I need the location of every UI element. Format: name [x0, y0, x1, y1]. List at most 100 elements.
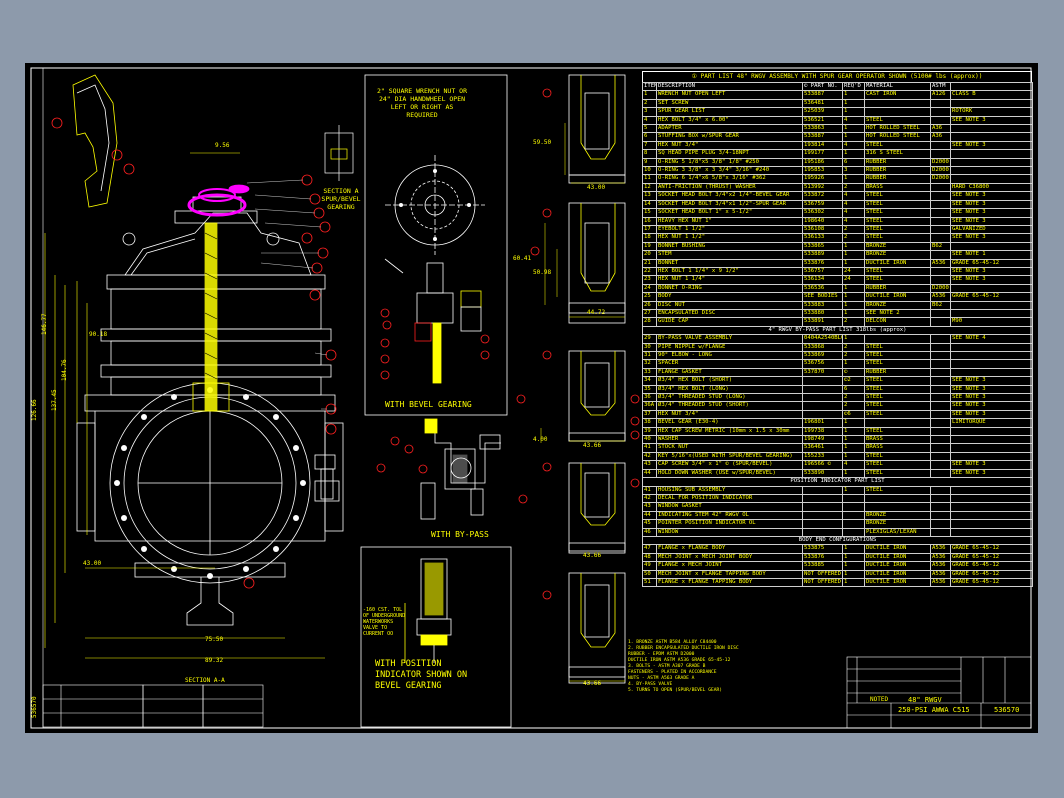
note-line: 3. BOLTS - ASTM A307 GRADE B	[628, 664, 706, 669]
table-cell: 2	[842, 233, 865, 243]
table-cell: A536	[930, 552, 951, 563]
bevel-detail	[364, 74, 508, 416]
table-cell: 37	[642, 409, 657, 420]
table-cell: BRONZE	[864, 250, 931, 260]
table-cell: STEEL	[864, 275, 931, 285]
table-cell: 35	[642, 384, 657, 395]
table-cell	[930, 250, 951, 260]
table-cell: GALVANIZED	[950, 224, 1033, 235]
dim-label: 60.41	[513, 255, 532, 262]
table-cell: 536133	[802, 233, 843, 243]
table-cell	[930, 216, 951, 226]
table-cell	[802, 401, 843, 411]
table-cell: HOT ROLLED STEEL	[864, 124, 931, 134]
table-cell	[802, 493, 843, 504]
table-cell: 36	[642, 393, 657, 403]
table-cell	[930, 199, 951, 210]
table-cell: 8	[642, 149, 657, 159]
dim-label: 89.32	[205, 657, 224, 664]
table-cell: CAP SCREW 3/4" x 1" © (SPUR/BEVEL)	[656, 460, 803, 470]
table-cell: STEEL	[864, 376, 931, 386]
dim-label: 44.72	[587, 309, 606, 316]
table-cell	[930, 191, 951, 201]
dim-label: 9.56	[215, 142, 230, 149]
table-cell: 533863	[802, 124, 843, 134]
table-cell: SEE NOTE 2	[864, 308, 931, 319]
section-aa-label: SECTION A-A	[185, 677, 225, 684]
table-cell: 537870	[802, 367, 843, 378]
dim-label: 43.00	[587, 184, 606, 191]
table-cell: EYEBOLT 1 1/2"	[656, 224, 803, 235]
table-cell: 14	[642, 199, 657, 210]
table-cell: 1	[842, 334, 865, 344]
table-cell: 1	[842, 300, 865, 310]
table-cell: DUCTILE IRON	[864, 577, 931, 588]
table-cell	[802, 510, 843, 521]
table-cell	[864, 502, 931, 512]
table-cell: 536756	[802, 359, 843, 369]
table-cell: RUBBER	[864, 283, 931, 294]
table-cell: SOCKET HEAD BOLT 3/4"x2 1/4"-BEVEL GEAR	[656, 191, 803, 201]
table-cell: 1	[842, 485, 865, 495]
table-cell: 533872	[802, 191, 843, 201]
table-cell: HOT ROLLED STEEL	[864, 132, 931, 142]
table-cell	[930, 266, 951, 277]
table-cell: DUCTILE IRON	[864, 258, 931, 268]
table-cell: REQ'D	[842, 81, 865, 92]
table-cell	[930, 510, 951, 521]
table-cell	[950, 283, 1033, 294]
table-cell: 536134	[802, 275, 843, 285]
table-cell: 316 S STEEL	[864, 149, 931, 159]
table-cell	[930, 426, 951, 437]
table-cell: 6	[842, 384, 865, 395]
table-cell: D2000	[930, 166, 951, 176]
dim-label: 50.98	[533, 269, 552, 276]
table-cell: 1	[842, 98, 865, 109]
table-cell	[950, 166, 1033, 176]
section-header-row: BODY END CONFIGURATIONS	[642, 535, 1033, 546]
table-cell: 536536	[802, 283, 843, 294]
table-cell	[950, 308, 1033, 319]
table-cell: SEE NOTE 3	[950, 401, 1033, 411]
note-line: NUTS - ASTM A563 GRADE A	[628, 676, 695, 681]
table-cell	[802, 519, 843, 529]
table-cell: 0404A2540BL0N	[802, 334, 843, 344]
table-cell: D2000	[930, 174, 951, 184]
table-cell: STEEL	[864, 393, 931, 403]
table-cell: 43	[642, 460, 657, 470]
dim-label: 126.66	[31, 399, 38, 421]
table-cell	[802, 393, 843, 403]
table-cell: DELCON	[864, 317, 931, 327]
table-cell: HEX BOLT 3/4" x 6.00"	[656, 115, 803, 126]
table-cell: ANTI-FRICTION (THRUST) WASHER	[656, 182, 803, 193]
table-cell: STEEL	[864, 485, 931, 495]
table-cell: 199738	[802, 426, 843, 437]
table-cell: POINTER POSITION INDICATOR OL	[656, 519, 803, 529]
table-cell: 21	[642, 258, 657, 268]
table-cell: GRADE 65-45-12	[950, 552, 1033, 563]
table-cell: 1	[842, 577, 865, 588]
table-cell: INDICATING STEM 42" RWGV OL	[656, 510, 803, 521]
table-cell: PIPE NIPPLE w/FLANGE	[656, 342, 803, 353]
table-cell: SEE NOTE 3	[950, 216, 1033, 226]
dim-label: 43.66	[583, 680, 602, 687]
table-cell: 193814	[802, 140, 843, 151]
table-cell: 1	[842, 426, 865, 437]
table-cell: 533875	[802, 544, 843, 554]
table-cell	[950, 98, 1033, 109]
dim-label: 90.18	[89, 331, 108, 338]
table-cell	[842, 519, 865, 529]
position-note: -160 CST. TOL OF UNDERGROUND WATERWORKS …	[363, 607, 406, 637]
